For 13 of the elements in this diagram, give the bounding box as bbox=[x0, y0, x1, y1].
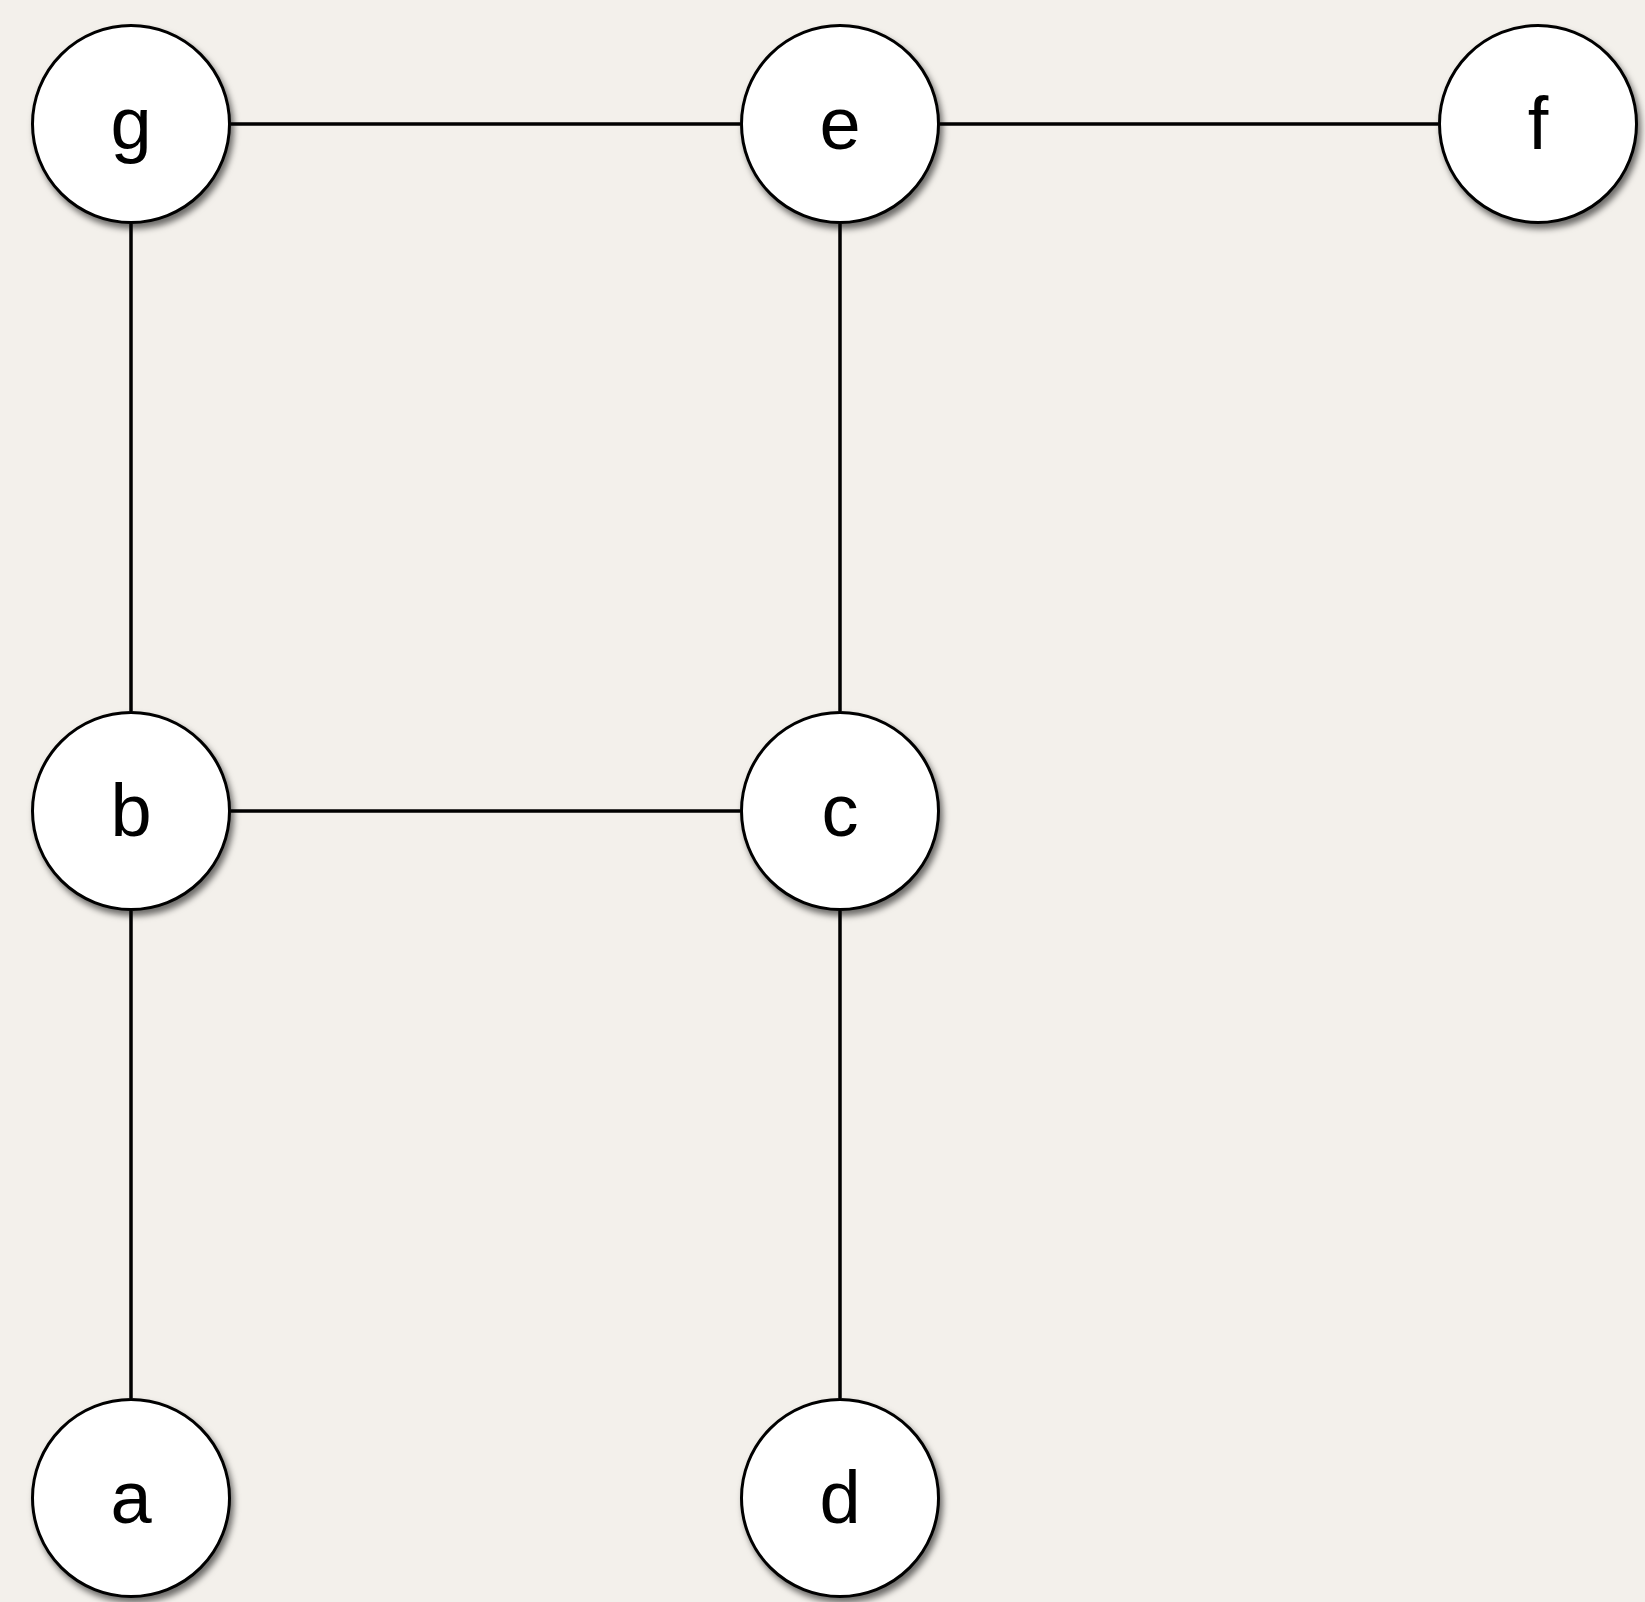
connector-line bbox=[838, 911, 842, 1398]
connector-line bbox=[129, 224, 133, 711]
connector-line bbox=[231, 122, 740, 126]
connector-line bbox=[231, 809, 740, 813]
connector-line bbox=[838, 224, 842, 711]
node-label: b bbox=[110, 774, 152, 848]
connector-line bbox=[940, 122, 1438, 126]
node-label: d bbox=[819, 1461, 861, 1535]
connector-line bbox=[129, 911, 133, 1398]
node-label: e bbox=[819, 87, 861, 161]
node-label: a bbox=[110, 1461, 152, 1535]
node-label: c bbox=[821, 774, 859, 848]
node-label: f bbox=[1527, 87, 1549, 161]
